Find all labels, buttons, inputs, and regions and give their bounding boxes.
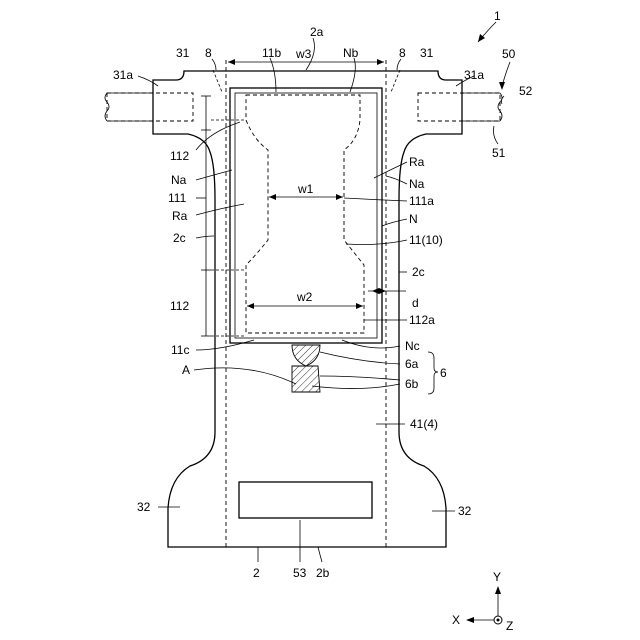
label-2c-left: 2c — [173, 231, 186, 245]
side-seal-right — [391, 70, 400, 92]
w1-arrow-right — [336, 194, 343, 200]
label-31a-left: 31a — [113, 68, 133, 82]
label-2c-right: 2c — [412, 265, 425, 279]
label-2: 2 — [253, 566, 260, 580]
label-51: 51 — [492, 146, 506, 160]
label-w1: w1 — [297, 182, 314, 196]
label-Na-right: Na — [409, 177, 425, 191]
label-A: A — [182, 363, 190, 377]
d-arrow-left — [372, 288, 379, 294]
label-2a: 2a — [310, 25, 324, 39]
w3-arrow-left — [228, 59, 235, 65]
tape-6a — [292, 345, 320, 366]
brace-6 — [428, 352, 438, 394]
axis-z-label: Z — [506, 619, 513, 633]
label-32-left: 32 — [137, 500, 151, 514]
label-31a-right: 31a — [464, 68, 484, 82]
label-6a: 6a — [405, 357, 419, 371]
label-112-bottom: 112 — [170, 299, 189, 313]
label-41-4: 41(4) — [410, 417, 438, 431]
axis-marker — [466, 586, 502, 624]
label-w2: w2 — [296, 290, 313, 304]
label-6b: 6b — [405, 377, 419, 391]
label-52: 52 — [519, 84, 533, 98]
label-53: 53 — [293, 566, 307, 580]
w1-arrow-left — [269, 194, 276, 200]
label-Ra-left: Ra — [172, 209, 188, 223]
left-fastener-tab — [107, 93, 193, 121]
label-111a: 111a — [409, 194, 434, 208]
w3-arrow-right — [377, 59, 384, 65]
landing-zone-rect — [239, 482, 372, 518]
label-2b: 2b — [316, 566, 330, 580]
label-112-top: 112 — [170, 149, 189, 163]
label-111: 111 — [168, 191, 187, 205]
axis-x-label: X — [452, 613, 460, 627]
axis-y-label: Y — [493, 570, 501, 584]
label-6: 6 — [440, 366, 447, 380]
ref50-arrowhead — [499, 82, 505, 90]
label-11c: 11c — [171, 343, 189, 357]
label-N: N — [409, 212, 418, 226]
w2-arrow-right — [356, 303, 363, 309]
right-fastener-tab — [418, 93, 500, 121]
label-11-10: 11(10) — [409, 233, 443, 247]
label-11b: 11b — [262, 46, 281, 60]
side-seal-left — [213, 70, 222, 92]
leader-lines — [138, 38, 504, 562]
label-Na-left: Na — [171, 173, 187, 187]
label-31-right: 31 — [420, 46, 434, 60]
label-fig-ref: 1 — [494, 9, 501, 23]
label-50: 50 — [502, 47, 516, 61]
label-32-right: 32 — [458, 504, 472, 518]
label-w3: w3 — [295, 47, 312, 61]
label-d: d — [412, 296, 419, 310]
label-Ra-right: Ra — [409, 155, 425, 169]
w2-arrow-left — [247, 303, 254, 309]
label-112a: 112a — [409, 313, 435, 327]
tape-6b — [292, 366, 320, 392]
label-8-left: 8 — [205, 46, 212, 60]
label-8-right: 8 — [399, 46, 406, 60]
label-Nb: Nb — [343, 46, 359, 60]
label-Nc: Nc — [405, 339, 420, 353]
label-31-left: 31 — [176, 46, 190, 60]
